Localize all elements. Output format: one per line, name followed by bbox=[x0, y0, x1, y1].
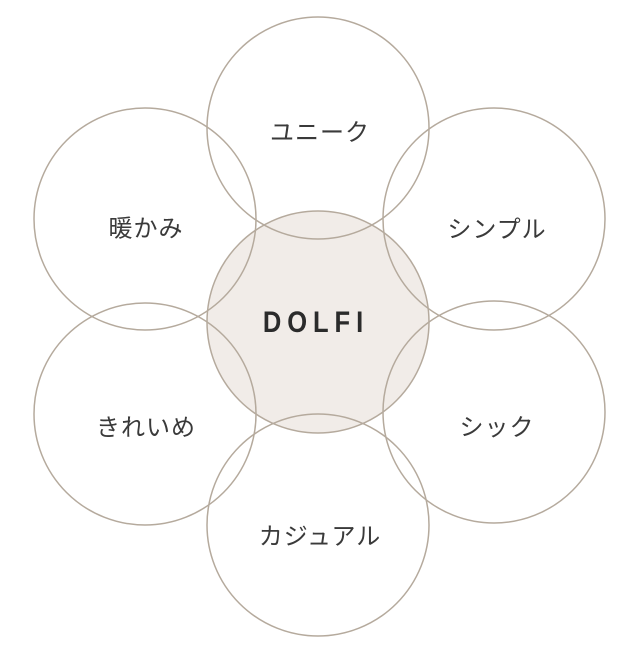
petal-circle-simple bbox=[382, 107, 606, 331]
petal-circle-chic bbox=[382, 300, 606, 524]
petal-label-simple: シンプル bbox=[447, 215, 547, 244]
petal-label-casual: カジュアル bbox=[258, 522, 382, 551]
petal-label-kireime: きれいめ bbox=[96, 413, 196, 442]
petal-circle-kireime bbox=[33, 302, 257, 526]
petal-circle-casual bbox=[206, 413, 430, 637]
petal-circle-unique bbox=[206, 16, 430, 240]
petal-label-unique: ユニーク bbox=[270, 118, 370, 147]
petal-label-warmth: 暖かみ bbox=[108, 214, 184, 243]
petal-label-chic: シック bbox=[459, 413, 535, 442]
petal-circle-warmth bbox=[33, 107, 257, 331]
center-brand-label: DOLFI bbox=[262, 306, 370, 339]
